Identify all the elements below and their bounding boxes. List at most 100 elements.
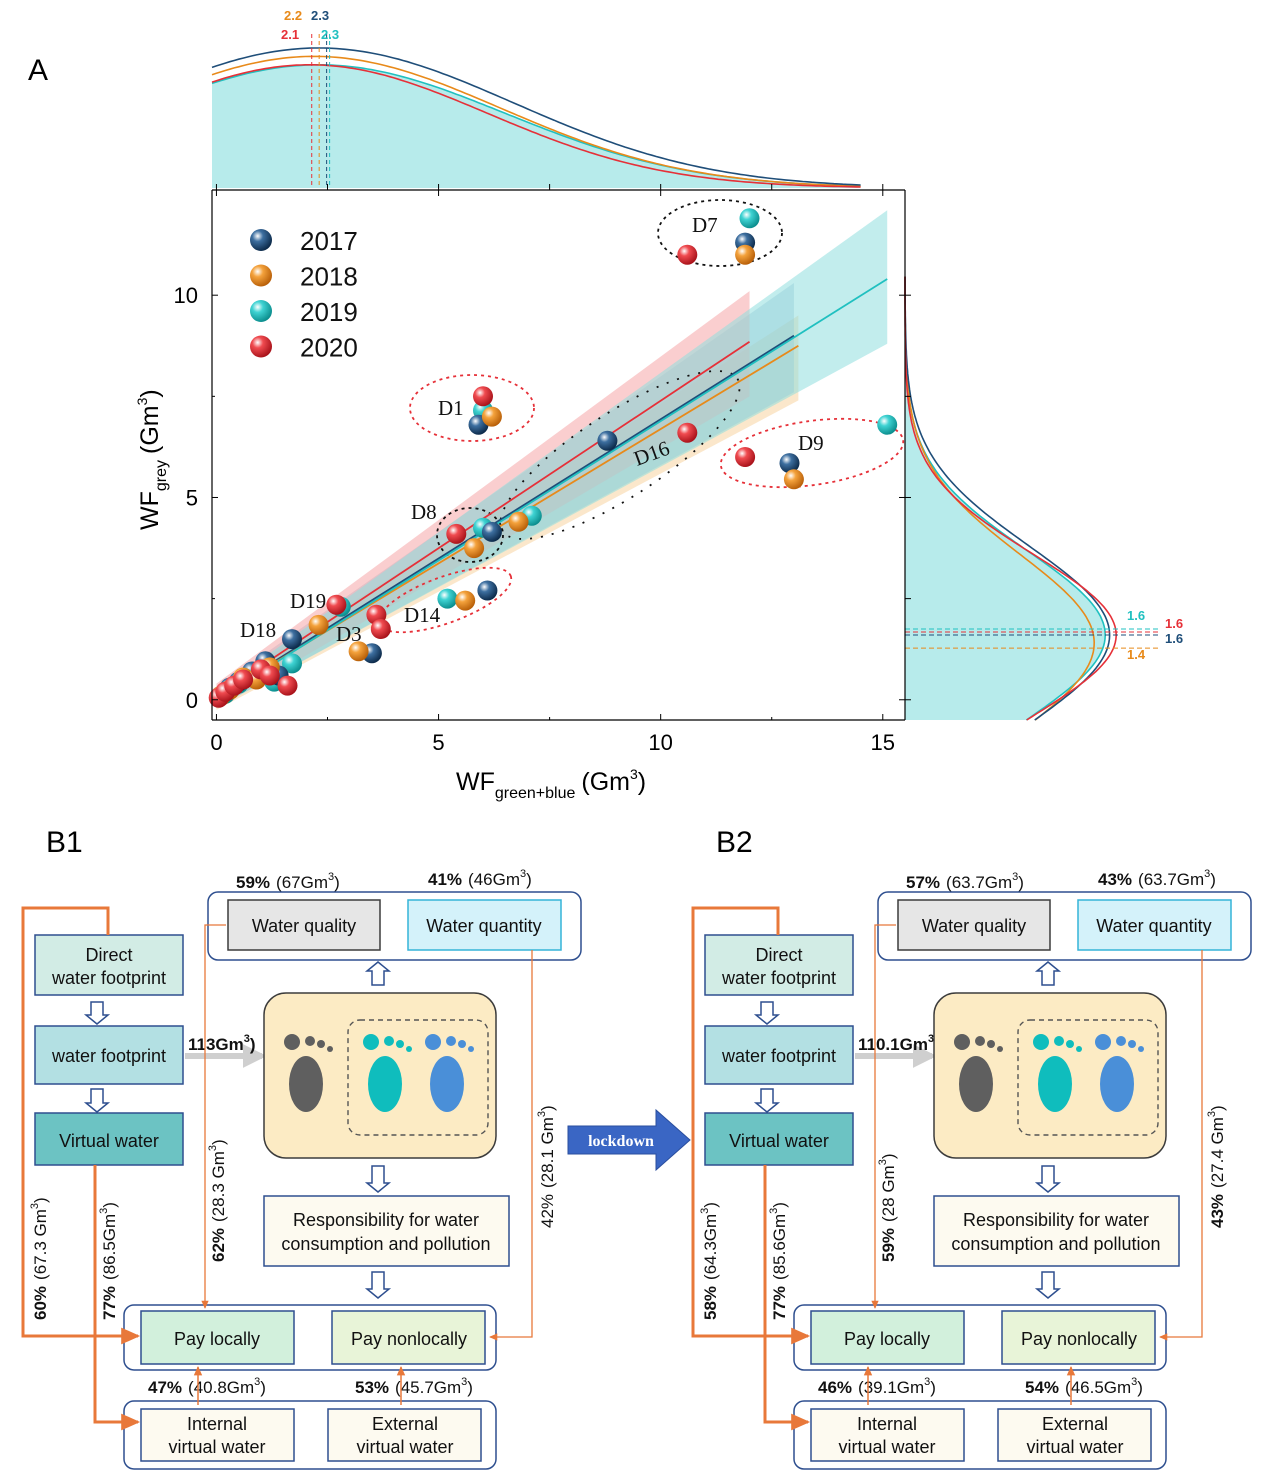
- group-label-d9: D9: [798, 431, 824, 455]
- data-point-2017: [481, 521, 502, 542]
- quantity-flow-share: 43%(27.4 Gm3): [1206, 1105, 1227, 1228]
- right-peak-label-2018: 1.4: [1127, 647, 1146, 662]
- water-quantity-label: Water quantity: [1096, 916, 1211, 936]
- right-density-fill-2019: [905, 274, 1106, 720]
- down-arrow-1: [753, 1001, 781, 1025]
- right-density-plot: 1.61.61.61.4: [904, 274, 1183, 721]
- x-tick-label: 10: [648, 730, 672, 755]
- down-arrow-pay: [364, 1271, 392, 1299]
- quality-flow-share: 59%(28 Gm3): [877, 1153, 898, 1262]
- direct-to-pay-locally-flow: [691, 906, 811, 1345]
- water-footprint-label: water footprint: [51, 1046, 166, 1066]
- direct-flow-share: 60%(67.3 Gm3): [29, 1197, 50, 1320]
- top-peak-label-2020: 2.1: [281, 27, 299, 42]
- external-line2: virtual water: [1026, 1437, 1123, 1457]
- water-quantity-label: Water quantity: [426, 916, 541, 936]
- virtual-water-box: [704, 1112, 854, 1166]
- top-density-curve-2018: [211, 55, 861, 187]
- top-density-curve-2017: [211, 47, 861, 186]
- fit-line-2019: [215, 278, 888, 701]
- legend-marker-2018: [250, 264, 272, 287]
- internal-line1: Internal: [857, 1414, 917, 1434]
- data-point-2017: [477, 580, 498, 601]
- pay-nonlocally-label: Pay nonlocally: [351, 1329, 467, 1349]
- down-arrow-1: [83, 1001, 111, 1025]
- fit-line-2017: [215, 334, 795, 699]
- y-tick-label: 5: [186, 485, 198, 510]
- data-point-2018: [481, 406, 502, 427]
- virtual-water-label: Virtual water: [59, 1131, 159, 1151]
- quantity-to-pay-nonlocally-flow: [489, 950, 533, 1341]
- external-virtual-water-box: [997, 1408, 1152, 1462]
- quantity-to-pay-nonlocally-flow: [1159, 950, 1203, 1341]
- external-share: 53%(45.7Gm3): [355, 1376, 473, 1397]
- internal-line2: virtual water: [838, 1437, 935, 1457]
- up-arrow-quality: [364, 961, 392, 986]
- internal-virtual-water-box: [810, 1408, 965, 1462]
- group-label-d14: D14: [404, 603, 441, 627]
- water-footprint-box: [704, 1025, 854, 1085]
- x-tick-label: 15: [871, 730, 895, 755]
- data-point-2017: [597, 430, 618, 451]
- x-tick-label: 5: [432, 730, 444, 755]
- y-tick-label: 0: [186, 688, 198, 713]
- virtual-water-box: [34, 1112, 184, 1166]
- down-arrow-resp: [364, 1165, 392, 1193]
- external-line2: virtual water: [356, 1437, 453, 1457]
- right-peak-label-2020: 1.6: [1165, 616, 1183, 631]
- down-arrow-2: [753, 1088, 781, 1113]
- internal-virtual-water-box: [140, 1408, 295, 1462]
- quantity-share: 43%(63.7Gm3): [1098, 868, 1216, 889]
- water-quality-box: [897, 899, 1051, 951]
- water-quality-label: Water quality: [922, 916, 1026, 936]
- direct-footprint-line2: water footprint: [51, 968, 166, 988]
- responsibility-box: [933, 1195, 1180, 1267]
- data-point-2017: [282, 629, 302, 650]
- group-label-d1: D1: [438, 396, 464, 420]
- water-quality-label: Water quality: [252, 916, 356, 936]
- direct-water-footprint-box: [34, 934, 184, 996]
- group-ellipse-d8: [436, 507, 504, 563]
- pay-locally-label: Pay locally: [174, 1329, 260, 1349]
- group-label-d7: D7: [692, 213, 718, 237]
- quality-to-pay-locally-flow: [871, 924, 896, 1309]
- pay-nonlocally-box: [331, 1310, 486, 1365]
- pay-locally-label: Pay locally: [844, 1329, 930, 1349]
- group-ellipse-d9: [719, 417, 905, 489]
- data-point-2018: [348, 641, 369, 662]
- responsibility-line2: consumption and pollution: [951, 1234, 1160, 1254]
- panel-a-label: A: [28, 54, 48, 87]
- quality-share: 57%(63.7Gm3): [906, 871, 1024, 892]
- direct-footprint-line1: Direct: [85, 945, 132, 965]
- legend-label-2019: 2019: [300, 297, 358, 327]
- responsibility-box: [263, 1195, 510, 1267]
- group-label-d18: D18: [240, 618, 276, 642]
- external-virtual-water-box: [327, 1408, 482, 1462]
- y-tick-label: 10: [174, 283, 198, 308]
- data-point-2020: [326, 594, 347, 615]
- right-peak-label-2017: 1.6: [1165, 631, 1183, 646]
- virtual-to-internal-flow: [93, 1165, 141, 1431]
- legend-label-2018: 2018: [300, 262, 358, 292]
- data-point-2020: [735, 447, 756, 467]
- direct-footprint-line1: Direct: [755, 945, 802, 965]
- internal-share: 47%(40.8Gm3): [148, 1376, 266, 1397]
- quantity-flow-share: 42%(28.1 Gm3): [536, 1105, 557, 1228]
- flow-value: 113Gm3): [188, 1033, 256, 1054]
- legend-label-2020: 2020: [300, 333, 358, 363]
- legend-marker-2019: [250, 300, 272, 322]
- water-quality-box: [227, 899, 381, 951]
- lockdown-label: lockdown: [588, 1133, 654, 1150]
- data-point-2018: [464, 538, 485, 559]
- water-footprint-box: [34, 1025, 184, 1085]
- group-ellipse-d1: [409, 374, 535, 442]
- up-arrow-quality: [1034, 961, 1062, 986]
- down-arrow-pay: [1034, 1271, 1062, 1299]
- water-quantity-box: [407, 899, 562, 951]
- group-label-d19: D19: [290, 589, 326, 613]
- responsibility-line1: Responsibility for water: [963, 1210, 1149, 1230]
- x-axis-label: WFgreen+blue(Gm3): [456, 766, 646, 802]
